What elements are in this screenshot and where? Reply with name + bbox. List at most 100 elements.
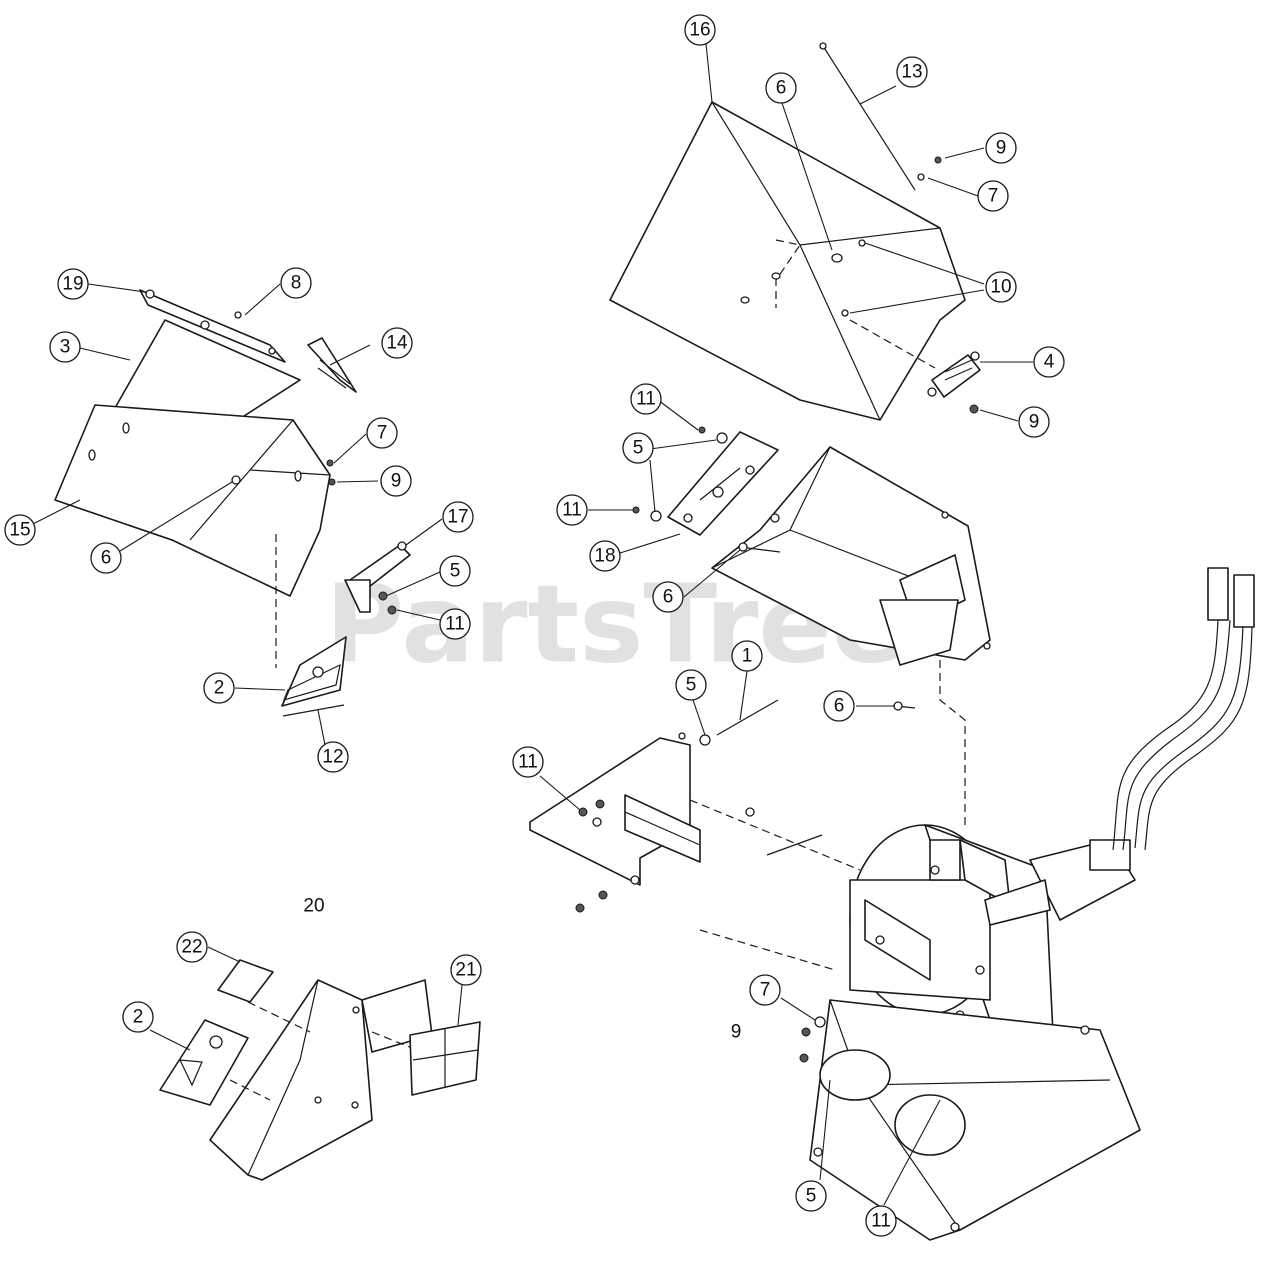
callout-circle bbox=[985, 271, 1017, 303]
chute-assembly bbox=[711, 446, 991, 666]
callout-label: 17 bbox=[447, 507, 468, 528]
callout-10: 10 bbox=[985, 271, 1017, 303]
callout-label: 6 bbox=[776, 78, 787, 99]
callout-7: 7 bbox=[977, 180, 1009, 212]
callout-label: 9 bbox=[391, 471, 402, 492]
callout-circle bbox=[57, 268, 89, 300]
callout-19: 19 bbox=[57, 268, 89, 300]
callout-5: 5 bbox=[795, 1180, 827, 1212]
callout-circle bbox=[203, 672, 235, 704]
callout-circle bbox=[765, 72, 797, 104]
callout-label: 6 bbox=[663, 587, 674, 608]
callout-20: 20 bbox=[303, 896, 324, 917]
callout-label: 8 bbox=[291, 273, 302, 294]
callout-circle bbox=[366, 417, 398, 449]
callout-11: 11 bbox=[512, 746, 544, 778]
callout-2: 2 bbox=[122, 1001, 154, 1033]
callout-label: 10 bbox=[990, 277, 1011, 298]
callout-circle bbox=[450, 954, 482, 986]
callout-circle bbox=[4, 514, 36, 546]
callout-label: 12 bbox=[322, 747, 343, 768]
callout-11: 11 bbox=[439, 608, 471, 640]
callout-circle bbox=[1033, 346, 1065, 378]
callout-label: 6 bbox=[101, 548, 112, 569]
latch-14 bbox=[307, 337, 357, 393]
callout-13: 13 bbox=[896, 56, 928, 88]
callout-label: 22 bbox=[181, 937, 202, 958]
callout-circle bbox=[589, 540, 621, 572]
callout-7: 7 bbox=[749, 974, 781, 1006]
callout-11: 11 bbox=[556, 494, 588, 526]
callout-9: 9 bbox=[380, 465, 412, 497]
callout-11: 11 bbox=[865, 1205, 897, 1237]
callout-circle bbox=[442, 501, 474, 533]
callout-6: 6 bbox=[765, 72, 797, 104]
decal-21 bbox=[409, 1021, 481, 1096]
callout-circle bbox=[556, 494, 588, 526]
callout-circle bbox=[795, 1180, 827, 1212]
callout-circle bbox=[684, 14, 716, 46]
decal-2-lower bbox=[159, 1019, 249, 1106]
callout-circle bbox=[622, 432, 654, 464]
callout-label: 11 bbox=[562, 500, 582, 521]
rod-1 bbox=[716, 699, 779, 736]
callout-label: 14 bbox=[386, 333, 408, 354]
callout-14: 14 bbox=[381, 327, 413, 359]
callout-label: 5 bbox=[633, 438, 644, 459]
callout-circle bbox=[90, 542, 122, 574]
deflector-rod bbox=[822, 45, 916, 191]
callout-label: 13 bbox=[901, 62, 922, 83]
callout-label: 6 bbox=[834, 696, 845, 717]
callout-label: 2 bbox=[214, 678, 225, 699]
callout-label: 18 bbox=[594, 546, 615, 567]
callout-16: 16 bbox=[684, 14, 716, 46]
callout-circle bbox=[652, 581, 684, 613]
callout-circle bbox=[977, 180, 1009, 212]
callout-5: 5 bbox=[675, 669, 707, 701]
callout-label: 5 bbox=[450, 561, 461, 582]
callout-circle bbox=[896, 56, 928, 88]
callout-circle bbox=[1018, 406, 1050, 438]
callout-circle bbox=[630, 383, 662, 415]
callout-5: 5 bbox=[622, 432, 654, 464]
callout-circle bbox=[49, 331, 81, 363]
decal-2-upper bbox=[281, 636, 347, 707]
callout-6: 6 bbox=[823, 690, 855, 722]
callout-circle bbox=[280, 267, 312, 299]
callout-circle bbox=[381, 327, 413, 359]
lower-chute bbox=[209, 979, 433, 1181]
callout-circle bbox=[731, 640, 763, 672]
callout-7: 7 bbox=[366, 417, 398, 449]
callout-3: 3 bbox=[49, 331, 81, 363]
callout-circle bbox=[749, 974, 781, 1006]
hydraulic-motor bbox=[984, 839, 1136, 926]
callout-circle bbox=[512, 746, 544, 778]
callout-label: 4 bbox=[1044, 352, 1055, 373]
callout-circle bbox=[985, 132, 1017, 164]
callout-circle bbox=[675, 669, 707, 701]
callout-label: 5 bbox=[686, 675, 697, 696]
callout-circle bbox=[823, 690, 855, 722]
mount-bracket bbox=[667, 431, 779, 536]
callout-5: 5 bbox=[439, 555, 471, 587]
upper-guard-assembly bbox=[54, 289, 331, 597]
callout-label: 9 bbox=[731, 1022, 742, 1043]
callout-6: 6 bbox=[652, 581, 684, 613]
callout-label: 9 bbox=[1029, 412, 1040, 433]
callout-21: 21 bbox=[450, 954, 482, 986]
callout-label: 9 bbox=[996, 138, 1007, 159]
callout-4: 4 bbox=[1033, 346, 1065, 378]
callout-label: 11 bbox=[445, 614, 465, 635]
callout-9: 9 bbox=[985, 132, 1017, 164]
callout-11: 11 bbox=[630, 383, 662, 415]
callout-2: 2 bbox=[203, 672, 235, 704]
callout-label: 11 bbox=[871, 1211, 891, 1232]
hydraulic-hoses bbox=[1112, 567, 1255, 851]
callout-label: 20 bbox=[303, 896, 324, 917]
callout-circle bbox=[176, 931, 208, 963]
leader-lines bbox=[32, 43, 1033, 1206]
callout-22: 22 bbox=[176, 931, 208, 963]
callout-label: 1 bbox=[742, 646, 753, 667]
callout-label: 7 bbox=[377, 423, 388, 444]
